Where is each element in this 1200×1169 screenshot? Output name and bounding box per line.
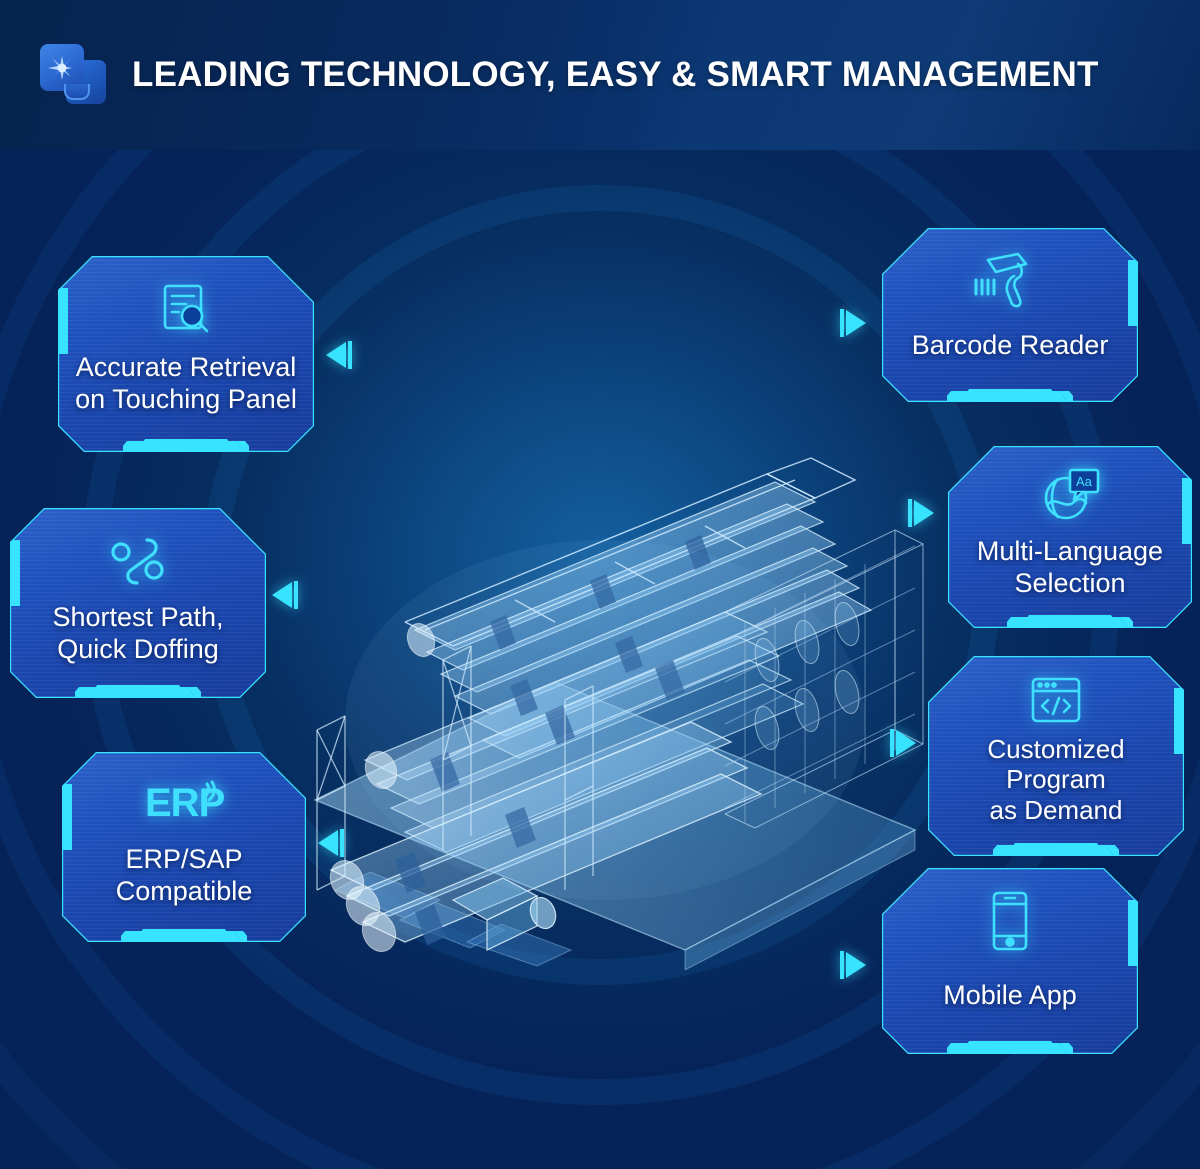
- card-label-line1: Multi-Language: [976, 536, 1164, 566]
- card-label-line1: Barcode Reader: [911, 330, 1109, 360]
- barcode-scanner-icon: [882, 250, 1138, 312]
- svg-text:Aa: Aa: [1076, 474, 1093, 489]
- card-label-line2: Compatible: [115, 875, 253, 906]
- card-label-line1: Customized: [987, 734, 1125, 764]
- arrow-to-shortest-path: [272, 580, 298, 610]
- card-footer-accent: [993, 843, 1119, 858]
- feature-card-shortest-path[interactable]: Shortest Path, Quick Doffing: [10, 508, 266, 698]
- svg-text:ERP: ERP: [145, 781, 225, 825]
- feature-card-customized-program[interactable]: Customized Program as Demand: [928, 656, 1184, 856]
- card-label-line1: Shortest Path,: [52, 602, 224, 632]
- card-footer-accent: [121, 929, 247, 944]
- card-label: ERP/SAP Compatible: [62, 844, 306, 907]
- card-label: Customized Program as Demand: [928, 734, 1184, 825]
- erp-signal-icon: ERP: [62, 774, 306, 830]
- feature-card-accurate-retrieval[interactable]: Accurate Retrieval on Touching Panel: [58, 256, 314, 452]
- code-window-icon: [928, 676, 1184, 724]
- card-label: Multi-Language Selection: [948, 536, 1192, 599]
- card-label: Barcode Reader: [882, 330, 1138, 362]
- smartphone-icon: [882, 890, 1138, 952]
- card-footer-accent: [123, 439, 249, 454]
- page-title: LEADING TECHNOLOGY, EASY & SMART MANAGEM…: [132, 55, 1099, 94]
- arrow-to-customized-program: [890, 728, 916, 758]
- logo-fold-tail: [64, 84, 90, 100]
- card-label-line1: Mobile App: [943, 980, 1077, 1010]
- card-label-line1: Accurate Retrieval: [75, 352, 297, 382]
- card-footer-accent: [75, 685, 201, 700]
- sparkle-glyph: [48, 56, 72, 80]
- page-header: LEADING TECHNOLOGY, EASY & SMART MANAGEM…: [0, 0, 1200, 150]
- card-label-line2: on Touching Panel: [75, 383, 297, 414]
- arrow-to-barcode-reader: [840, 308, 866, 338]
- arrow-to-multi-language: [908, 498, 934, 528]
- feature-card-erp-sap[interactable]: ERP ERP/SAP Compatible: [62, 752, 306, 942]
- document-search-icon: [58, 282, 314, 336]
- card-label: Shortest Path, Quick Doffing: [10, 602, 266, 665]
- card-label-line2: Quick Doffing: [57, 633, 219, 664]
- feature-card-barcode-reader[interactable]: Barcode Reader: [882, 228, 1138, 402]
- sparkle-pages-logo-icon: [40, 44, 106, 106]
- feature-card-multi-language[interactable]: Aa Multi-Language Selection: [948, 446, 1192, 628]
- arrow-to-accurate-retrieval: [326, 340, 352, 370]
- card-label-line2: Program: [1006, 764, 1106, 795]
- card-footer-accent: [947, 1041, 1073, 1056]
- card-label: Mobile App: [882, 980, 1138, 1012]
- card-label-line3: as Demand: [989, 794, 1123, 825]
- arrow-to-erp-sap: [318, 828, 344, 858]
- card-label-line1: ERP/SAP: [125, 844, 243, 874]
- card-label: Accurate Retrieval on Touching Panel: [58, 352, 314, 415]
- card-footer-accent: [1007, 615, 1133, 630]
- card-footer-accent: [947, 389, 1073, 404]
- card-label-line2: Selection: [1014, 567, 1126, 598]
- header-band: [0, 0, 1200, 150]
- arrow-to-mobile-app: [840, 950, 866, 980]
- feature-card-mobile-app[interactable]: Mobile App: [882, 868, 1138, 1054]
- route-path-icon: [10, 534, 266, 588]
- machine-illustration: [255, 330, 955, 970]
- globe-language-icon: Aa: [948, 466, 1192, 524]
